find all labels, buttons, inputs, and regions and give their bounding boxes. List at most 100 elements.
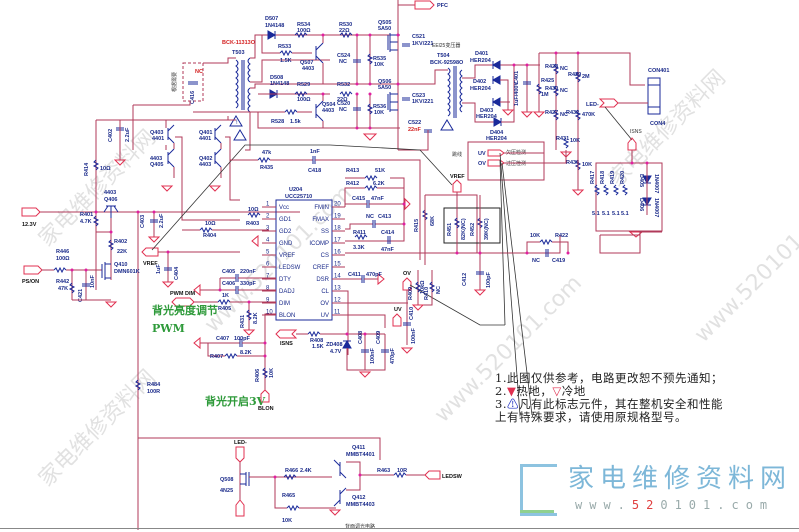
net-label-12v: 12.3V: [22, 222, 37, 228]
d406-ref: D406: [638, 198, 644, 211]
d403-ref: D403: [480, 108, 493, 114]
ic-pin-number: 14: [334, 274, 341, 280]
c416-ref: C416: [190, 91, 196, 104]
url-rest: 0101.com: [660, 498, 775, 512]
r406-val: 10K: [269, 368, 275, 378]
resistor-r536-icon: [366, 103, 374, 115]
cold-ground-icon: [520, 111, 534, 118]
resistor-r428-icon: [552, 63, 560, 75]
c403-ref: C403: [140, 215, 146, 228]
r413-ref: R413: [346, 168, 359, 174]
led-minus-port-icon: [598, 98, 619, 108]
r446-ref: R446: [56, 249, 69, 255]
c521-ref: C521: [412, 34, 425, 40]
r432-ref: R432: [566, 110, 579, 116]
ic-pin-number: 7: [266, 274, 270, 280]
r528-val: 1.5k: [290, 119, 302, 125]
vref-port-icon: [141, 247, 159, 257]
r529-ref: R529: [297, 82, 310, 88]
cold-ground-icon: [400, 347, 414, 354]
ic-pins-right: 20FMIN19FMAX18SS17ICOMP16CS15CREF14DSR13…: [309, 202, 345, 319]
ic-pin-number: 1: [266, 202, 270, 208]
cold-ground-icon: [160, 185, 174, 192]
r533-ref: R533: [278, 44, 291, 50]
ic-pin-name: DADJ: [279, 289, 295, 295]
q507-ref: Q507: [300, 60, 313, 66]
resistor-r435-icon: [257, 156, 271, 164]
resistor-r451-icon: [453, 217, 461, 229]
c421-ref: C421: [78, 289, 84, 302]
ic-pin-name: BLON: [279, 313, 295, 319]
transistor-q507-icon: [315, 42, 324, 64]
c522-ref: C522: [408, 120, 421, 126]
optocoupler-q508-icon: [240, 472, 250, 486]
transformer-t503-icon: !: [229, 57, 251, 127]
c409-ref: C409: [376, 331, 382, 344]
r418-val: 5.1: [602, 211, 610, 217]
vref-port-right-icon: [452, 179, 462, 193]
r431-val: 10K: [570, 138, 580, 144]
port-pson-icon: [23, 265, 43, 275]
c416-note: 根据需要: [171, 72, 178, 92]
net-label-pson: PS/ON: [22, 279, 39, 285]
r409-ref: R409: [408, 287, 414, 300]
net-label-uv: UV: [394, 307, 402, 313]
r428-val: NC: [560, 66, 568, 72]
r414-ref: R414: [84, 162, 90, 176]
junction-dots: [70, 33, 649, 479]
r529-val: 100Ω: [297, 97, 311, 103]
pfc-connector-icon: [414, 0, 435, 10]
ic-pin-number: 3: [266, 226, 270, 232]
c413-ref: C413: [378, 214, 391, 220]
c409-val: 470pF: [390, 347, 396, 364]
c403-val: 2.2uF: [159, 213, 165, 228]
r420-val: 5.1: [621, 211, 629, 217]
logo-title: 家电维修资料网: [568, 464, 793, 494]
ic-pin-number: 12: [334, 298, 341, 304]
r429-val: 2M: [582, 74, 590, 80]
r534-ref: R534: [297, 22, 311, 28]
r408-val: 1.5K: [312, 344, 324, 350]
c410-val: 100nF: [411, 327, 417, 344]
resistor-r408-icon: [307, 330, 321, 338]
note-line-1: 1.此图仅供参考，电路更改恕不预先通知；: [495, 371, 723, 385]
r435-ref: R435: [260, 165, 273, 171]
q406-ref: Q406: [104, 197, 117, 203]
diode-d404-icon: [493, 117, 503, 127]
ic-pin-number: 19: [334, 214, 341, 220]
r408-ref: R408: [310, 338, 323, 344]
resistor-r466-icon: [283, 473, 297, 481]
resistor-r407-icon: [224, 352, 238, 360]
r451-ref: R451: [447, 223, 453, 236]
uv-port-icon: [487, 149, 505, 157]
c520-ref: C520: [337, 101, 350, 107]
led-minus-port-bottom-icon: [235, 446, 245, 463]
ic-pin-name: GND: [279, 241, 293, 247]
r412-val: 6.2K: [373, 181, 385, 187]
r484-val: 100R: [147, 389, 160, 395]
resistor-r419-icon: [612, 184, 620, 196]
q504-ref: Q504: [322, 102, 336, 108]
resistor-r414-icon: [92, 159, 100, 171]
c524-ref: C524: [337, 53, 351, 59]
resistor-r484-icon: [134, 379, 142, 391]
ic-pin-name: GD2: [279, 229, 292, 235]
ic-part: UCC25710: [285, 194, 312, 200]
note-line-3: 3.⚠凡有此标志元件，其在整机安全和性能: [495, 398, 723, 411]
cold-ground-icon: [251, 234, 259, 248]
pwm-dim-port-icon: [171, 297, 195, 307]
r403-ref: R403: [246, 221, 259, 227]
r428-ref: R428: [545, 64, 558, 70]
r433-val: 10K: [582, 162, 592, 168]
ic-pin-name: UV: [321, 313, 329, 319]
r411-val: 3.3K: [353, 245, 365, 251]
r422-val: 10K: [530, 233, 540, 239]
c405-ref: C405: [222, 269, 235, 275]
r451-val: 82K(NC): [461, 218, 467, 240]
ic-pin-number: 11: [334, 310, 341, 316]
t504-part: BCK-92598O: [430, 60, 464, 66]
q403-ref: Q403: [150, 130, 163, 136]
r415-ref: R415: [414, 219, 420, 232]
diode-d402-icon: [491, 75, 501, 85]
r409-val: 10kΩ: [420, 280, 426, 294]
